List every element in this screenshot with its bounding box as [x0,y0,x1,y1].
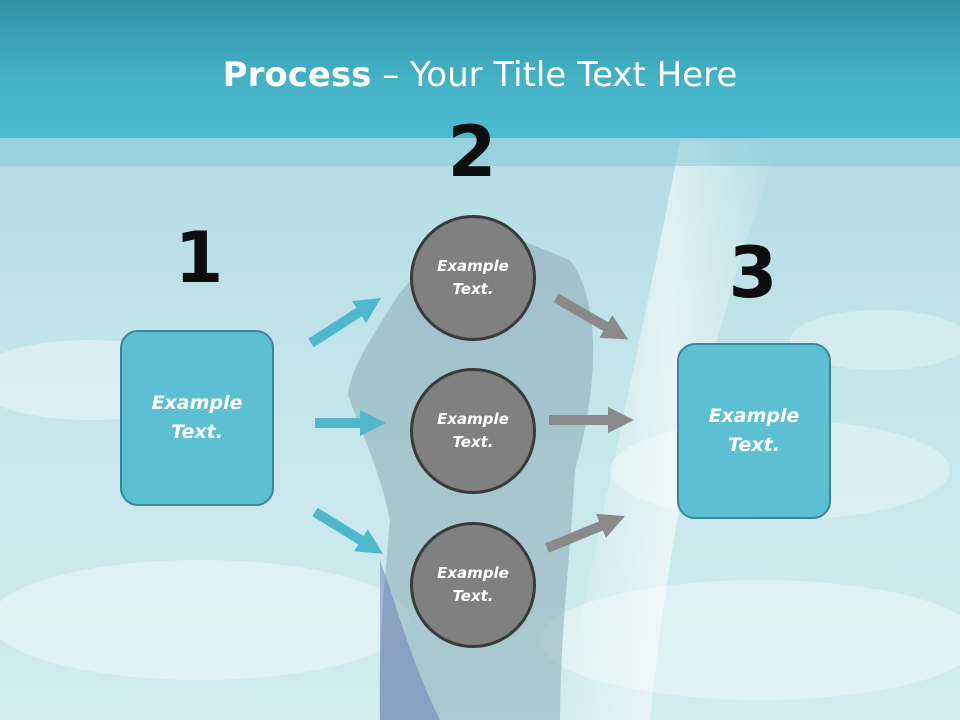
circle-3-text: Example Text. [437,564,509,605]
circle-1-text: Example Text. [437,257,509,298]
right-box: Example Text. [677,343,831,519]
step-number-1: 1 [174,217,224,299]
title-bold: Process [222,55,372,95]
step-number-3: 3 [728,232,778,314]
left-box-text: Example Text. [151,392,243,443]
circle-3: Example Text. [410,522,536,648]
arrow-right-up [545,513,626,553]
circle-1: Example Text. [410,215,536,341]
arrow-right-down [553,293,629,340]
circle-2: Example Text. [410,368,536,494]
title-separator: – [382,55,400,95]
circle-2-text: Example Text. [437,410,509,451]
title-strip [0,138,960,166]
arrow-left-down [312,507,384,554]
slide-title: Process – Your Title Text Here [0,52,960,98]
step-number-2: 2 [447,111,497,193]
right-box-text: Example Text. [708,405,800,456]
title-bar [0,0,960,138]
arrow-left-up [308,297,381,348]
left-box: Example Text. [120,330,274,506]
title-text: Your Title Text Here [410,55,738,95]
